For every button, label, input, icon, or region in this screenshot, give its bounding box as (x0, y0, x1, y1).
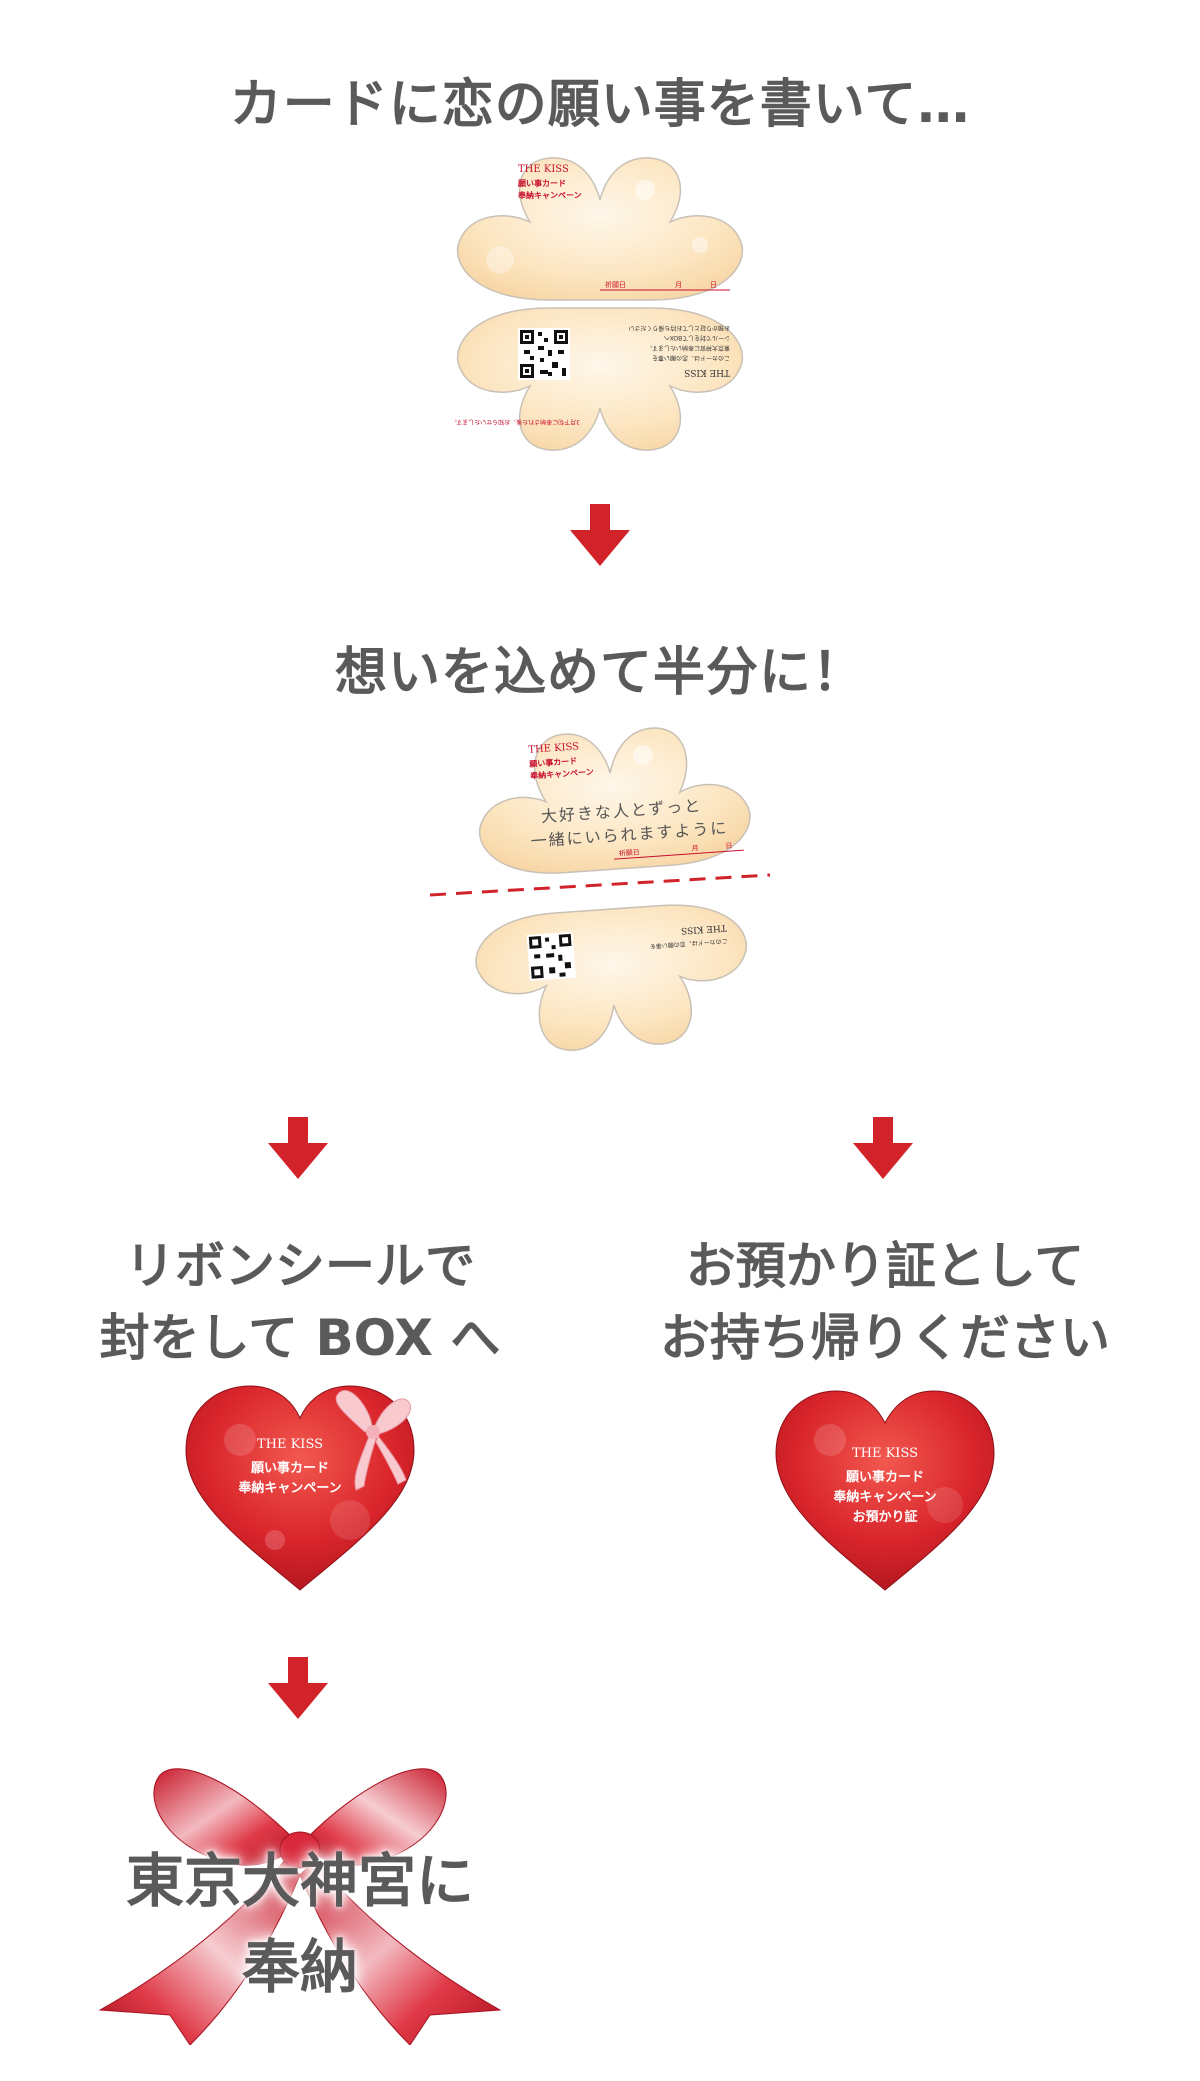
right-heart-line3: お預かり証 (852, 1509, 917, 1525)
card-title-2: 奉納キャンペーン (517, 190, 582, 200)
left-heart-line1: 願い事カード (251, 1460, 329, 1476)
qr-code-icon (518, 328, 570, 380)
ribbon-bow-icon (98, 1768, 502, 2045)
card-bottom-text: シールで封をしてBOXへ (664, 334, 730, 342)
wish-card-open: THE KISS 願い事カード 奉納キャンペーン 祈願日 月 日 THE KIS… (451, 157, 744, 451)
card-day-label: 日 (710, 281, 717, 289)
down-arrow-final-icon (268, 1657, 328, 1719)
step2-heading: 想いを込めて半分に！ (334, 643, 865, 703)
right-branch-heading-line1: お預かり証として (685, 1237, 1085, 1295)
card-date-label: 祈願日 (618, 847, 640, 857)
final-line2: 奉納 (241, 1933, 358, 2001)
card-bottom-brand: THE KISS (681, 922, 727, 935)
qr-code-icon (526, 931, 576, 981)
left-branch-heading-line2: 封をして BOX へ (99, 1309, 501, 1367)
card-title-1: 願い事カード (517, 178, 566, 188)
right-branch-heading: お預かり証として お持ち帰りください (605, 1230, 1165, 1374)
right-branch-heading-line2: お持ち帰りください (660, 1309, 1110, 1367)
left-heart-line2: 奉納キャンペーン (237, 1480, 341, 1496)
down-arrow-right-icon (853, 1117, 913, 1179)
card-day-label: 日 (725, 842, 733, 850)
card-month-label: 月 (691, 844, 699, 852)
left-heart-brand: THE KISS (257, 1437, 323, 1452)
receipt-heart-card: THE KISS 願い事カード 奉納キャンペーン お預かり証 (775, 1390, 995, 1591)
down-arrow-icon (570, 504, 630, 566)
card-bottom-brand: THE KISS (684, 367, 730, 377)
right-heart-line2: 奉納キャンペーン (832, 1489, 936, 1505)
wish-card-folded: THE KISS 願い事カード 奉納キャンペーン 大好きな人とずっと 一緒にいら… (429, 727, 771, 1051)
card-month-label: 月 (675, 281, 682, 289)
down-arrow-left-icon (268, 1117, 328, 1179)
ribbon-seal-icon (335, 1390, 411, 1491)
card-bottom-side-text: 3月下旬に奉納された後、お知らせいたします。 (451, 418, 580, 426)
card-bottom-text: 東京大神宮に奉納いたします。 (647, 344, 730, 352)
final-message: 東京大神宮に 奉納 (70, 1838, 530, 2010)
left-branch-heading: リボンシールで 封をして BOX へ (20, 1230, 580, 1374)
sealed-heart-card: THE KISS 願い事カード 奉納キャンペーン (185, 1385, 415, 1591)
step1-heading: カードに恋の願い事を書いて… (229, 75, 971, 135)
card-date-label: 祈願日 (605, 280, 626, 289)
right-heart-line1: 願い事カード (846, 1469, 924, 1485)
card-title-1: 願い事カード (528, 756, 578, 769)
cut-line (429, 873, 771, 897)
card-brand: THE KISS (518, 164, 569, 175)
left-branch-heading-line1: リボンシールで (125, 1237, 475, 1295)
card-bottom-text: お預かり証としてお持ち帰りください (628, 324, 730, 332)
card-brand: THE KISS (528, 741, 580, 756)
card-title-2: 奉納キャンペーン (529, 766, 594, 780)
final-line1: 東京大神宮に (125, 1847, 474, 1915)
right-heart-brand: THE KISS (852, 1446, 918, 1461)
card-bottom-text: このカードは、恋の願い事を (652, 354, 730, 362)
